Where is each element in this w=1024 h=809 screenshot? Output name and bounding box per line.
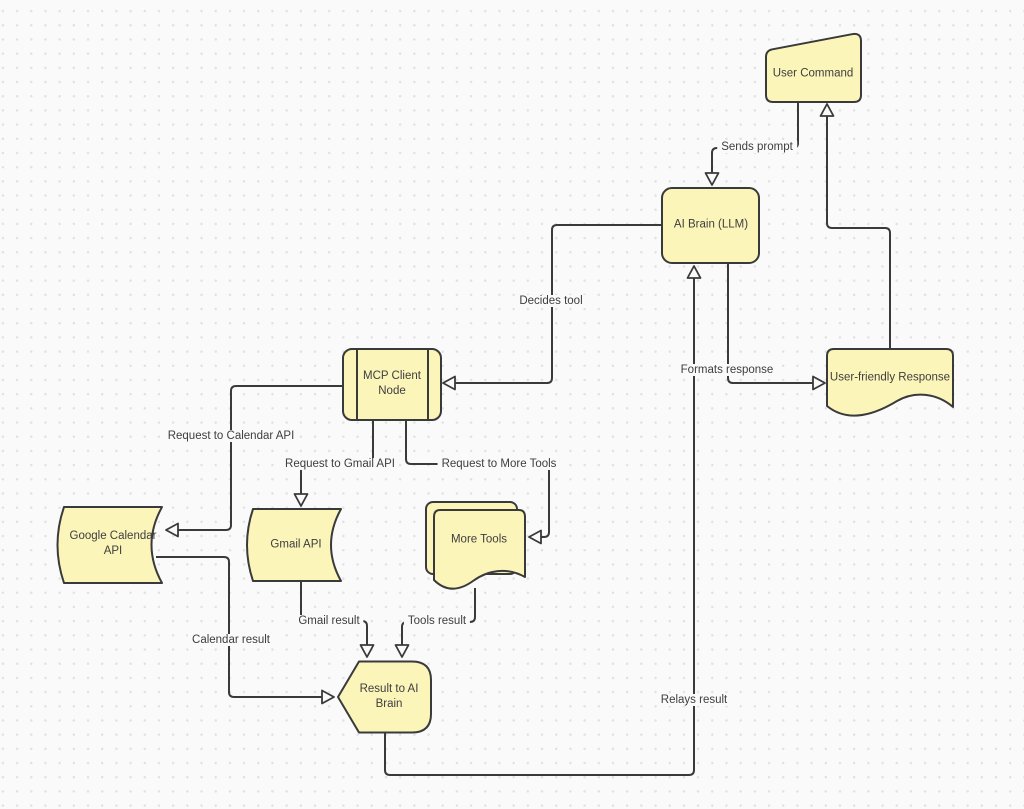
request-to-calendar-api-edge-label: Request to Calendar API bbox=[163, 430, 299, 442]
edge-relays-result[interactable] bbox=[384, 278, 695, 776]
ai-brain-shape[interactable] bbox=[661, 187, 760, 264]
edge-gmail-result[interactable] bbox=[300, 581, 368, 645]
relays-result-arrowhead bbox=[686, 265, 702, 279]
edge-request-to-gmail-api[interactable] bbox=[300, 420, 374, 494]
request-to-more-tools-edge-label: Request to More Tools bbox=[437, 458, 561, 470]
decides-tool-arrowhead bbox=[442, 375, 456, 391]
tools-result-arrowhead bbox=[394, 644, 410, 658]
request-to-gmail-api-arrowhead bbox=[293, 493, 309, 507]
gmail-api-shape[interactable] bbox=[246, 508, 342, 582]
mcp-client-node-shape[interactable] bbox=[342, 348, 442, 421]
sends-prompt-edge-label: Sends prompt bbox=[717, 141, 797, 153]
more-tools-label: More Tools bbox=[450, 533, 508, 546]
user-friendly-response-shape[interactable] bbox=[826, 348, 954, 417]
more-tools-shape[interactable] bbox=[433, 509, 526, 590]
gmail-api-label: Gmail API bbox=[270, 538, 322, 551]
result-to-ai-brain-shape[interactable] bbox=[337, 660, 432, 734]
request-to-gmail-api-edge-label: Request to Gmail API bbox=[281, 458, 399, 470]
calendar-result-edge-label: Calendar result bbox=[188, 634, 274, 646]
user-command-label: User Command bbox=[772, 67, 854, 80]
ai-brain-label: AI Brain (LLM) bbox=[673, 218, 749, 231]
gmail-result-arrowhead bbox=[359, 644, 375, 658]
tools-result-edge-label: Tools result bbox=[403, 615, 471, 627]
sends-prompt-arrowhead bbox=[704, 172, 720, 186]
calendar-result-arrowhead bbox=[321, 689, 335, 705]
edge-request-to-calendar-api[interactable] bbox=[178, 385, 343, 531]
gmail-result-edge-label: Gmail result bbox=[294, 615, 364, 627]
formats-response-edge-label: Formats response bbox=[676, 364, 778, 376]
user-friendly-response-label: User-friendly Response bbox=[829, 371, 951, 384]
edge-response-to-command[interactable] bbox=[826, 116, 891, 348]
request-to-more-tools-arrowhead bbox=[528, 529, 542, 545]
result-to-ai-brain-label: Result to AI Brain bbox=[359, 683, 419, 710]
edge-calendar-result[interactable] bbox=[156, 556, 322, 698]
google-calendar-api-shape[interactable] bbox=[56, 506, 163, 584]
formats-response-arrowhead bbox=[812, 375, 826, 391]
edge-formats-response[interactable] bbox=[727, 263, 813, 384]
relays-result-edge-label: Relays result bbox=[656, 694, 732, 706]
google-calendar-api-label: Google Calendar API bbox=[69, 530, 157, 557]
edge-sends-prompt[interactable] bbox=[711, 102, 799, 173]
mcp-client-node-label: MCP Client Node bbox=[363, 370, 421, 397]
user-command-shape[interactable] bbox=[765, 32, 862, 103]
decides-tool-edge-label: Decides tool bbox=[515, 295, 587, 307]
response-to-command-arrowhead bbox=[819, 103, 835, 117]
request-to-calendar-api-arrowhead bbox=[165, 522, 179, 538]
